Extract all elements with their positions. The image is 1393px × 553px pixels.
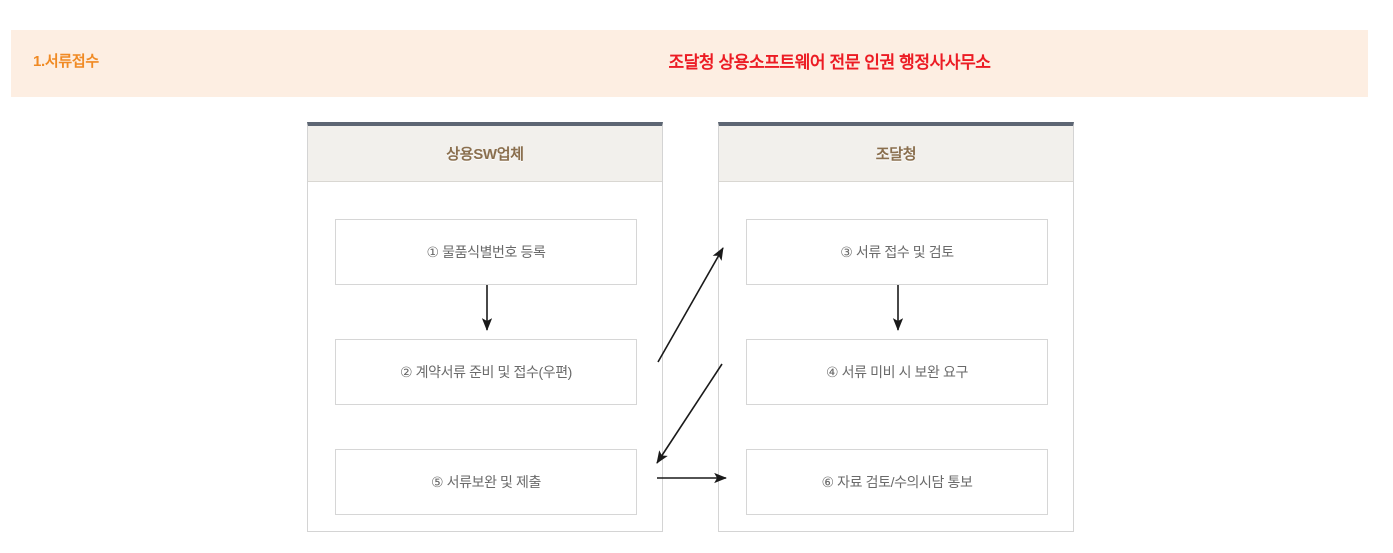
node-pps-3-label: ③ 서류 접수 및 검토 — [840, 244, 954, 260]
node-pps-6[interactable]: ⑥ 자료 검토/수의시담 통보 — [746, 449, 1048, 515]
connector-pps-4-to-vendor-5 — [656, 363, 723, 464]
node-pps-6-label: ⑥ 자료 검토/수의시담 통보 — [821, 474, 973, 490]
banner-step-label: 1.서류접수 — [33, 53, 99, 70]
node-vendor-1[interactable]: ① 물품식별번호 등록 — [335, 219, 637, 285]
node-pps-4-label: ④ 서류 미비 시 보완 요구 — [826, 364, 968, 380]
swimlane-pps-header: 조달청 — [719, 126, 1073, 182]
node-pps-3[interactable]: ③ 서류 접수 및 검토 — [746, 219, 1048, 285]
connector-vendor-2-to-pps-3 — [657, 247, 724, 363]
node-vendor-2[interactable]: ② 계약서류 준비 및 접수(우편) — [335, 339, 637, 405]
banner-title: 조달청 상용소프트웨어 전문 인권 행정사사무소 — [668, 53, 991, 72]
page-banner: 1.서류접수 조달청 상용소프트웨어 전문 인권 행정사사무소 — [11, 30, 1368, 97]
node-vendor-2-label: ② 계약서류 준비 및 접수(우편) — [400, 364, 572, 380]
swimlane-vendor-title: 상용SW업체 — [446, 146, 524, 163]
node-vendor-5-label: ⑤ 서류보완 및 제출 — [431, 474, 541, 490]
swimlane-vendor-header: 상용SW업체 — [308, 126, 662, 182]
node-vendor-5[interactable]: ⑤ 서류보완 및 제출 — [335, 449, 637, 515]
swimlane-pps: 조달청 ③ 서류 접수 및 검토 ④ 서류 미비 시 보완 요구 ⑥ 자료 검토… — [718, 122, 1074, 532]
swimlane-vendor: 상용SW업체 ① 물품식별번호 등록 ② 계약서류 준비 및 접수(우편) ⑤ … — [307, 122, 663, 532]
node-vendor-1-label: ① 물품식별번호 등록 — [426, 244, 546, 260]
node-pps-4[interactable]: ④ 서류 미비 시 보완 요구 — [746, 339, 1048, 405]
swimlane-pps-title: 조달청 — [875, 146, 917, 163]
